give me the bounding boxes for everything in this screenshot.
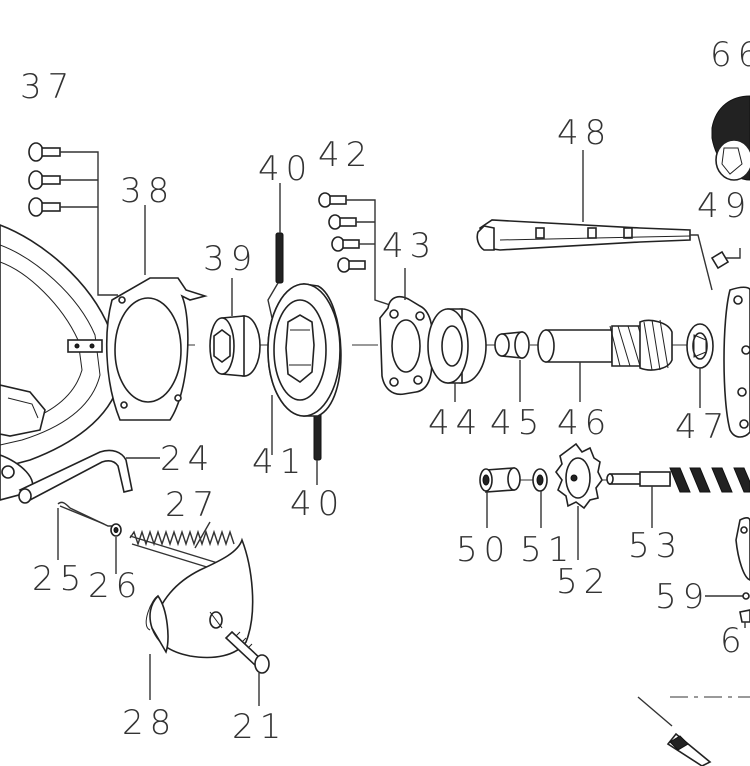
label-42: 42: [318, 135, 373, 175]
housing-right: [723, 286, 750, 438]
part-46-gear-sleeve: [537, 319, 673, 402]
part-21-screw: [224, 630, 270, 706]
part-28-cover: [145, 537, 254, 700]
part-42-screws: [318, 192, 391, 306]
label-52: 52: [556, 562, 611, 602]
label-44: 44: [428, 403, 483, 443]
housing-left: [0, 224, 121, 501]
part-49-clip: [710, 248, 741, 270]
label-53: 53: [628, 526, 683, 566]
part-37-screws: [28, 142, 118, 296]
part-66-motor: [711, 95, 750, 181]
label-45: 45: [490, 403, 545, 443]
part-38-plate: [105, 205, 208, 421]
label-51: 51: [520, 530, 575, 570]
label-40-top: 40: [258, 149, 313, 189]
label-38: 38: [120, 171, 175, 211]
part-43-flange: [379, 268, 434, 396]
label-49: 49: [697, 186, 750, 226]
part-labels: 37 38 39 40 41 40 42 43 44 45 46 47 48 4…: [20, 35, 750, 747]
label-48: 48: [557, 113, 612, 153]
part-53-worm-shaft: [606, 467, 750, 528]
label-50: 50: [456, 530, 511, 570]
label-47: 47: [675, 407, 730, 447]
part-45-spacer: [494, 331, 530, 402]
part-44-bearing: [427, 308, 487, 402]
part-48-shaft: [476, 150, 713, 291]
part-51-washer: [532, 468, 548, 528]
part-47-bearing: [686, 323, 714, 408]
part-52-gear: [555, 442, 603, 560]
label-24: 24: [160, 439, 215, 479]
label-41: 41: [252, 442, 307, 482]
label-27: 27: [165, 485, 220, 525]
label-21: 21: [232, 707, 287, 747]
label-28: 28: [122, 703, 177, 743]
part-26-washer: [110, 523, 122, 574]
label-66: 66: [710, 35, 750, 75]
label-59: 59: [655, 577, 710, 617]
part-41-clutch: [267, 283, 342, 455]
part-50-bushing: [479, 467, 521, 528]
label-25: 25: [32, 559, 87, 599]
label-39: 39: [203, 239, 258, 279]
part-24-pin: [18, 449, 160, 504]
part-59-60: [705, 517, 750, 628]
label-46: 46: [557, 403, 612, 443]
label-37: 37: [20, 67, 75, 107]
part-bottom-right-rod: [637, 696, 712, 766]
part-39-bushing: [209, 278, 261, 377]
part-25-wire: [57, 501, 112, 560]
part-40-springs: [267, 183, 322, 485]
label-43: 43: [382, 226, 437, 266]
label-40-bottom: 40: [290, 484, 345, 524]
label-26: 26: [88, 566, 143, 606]
